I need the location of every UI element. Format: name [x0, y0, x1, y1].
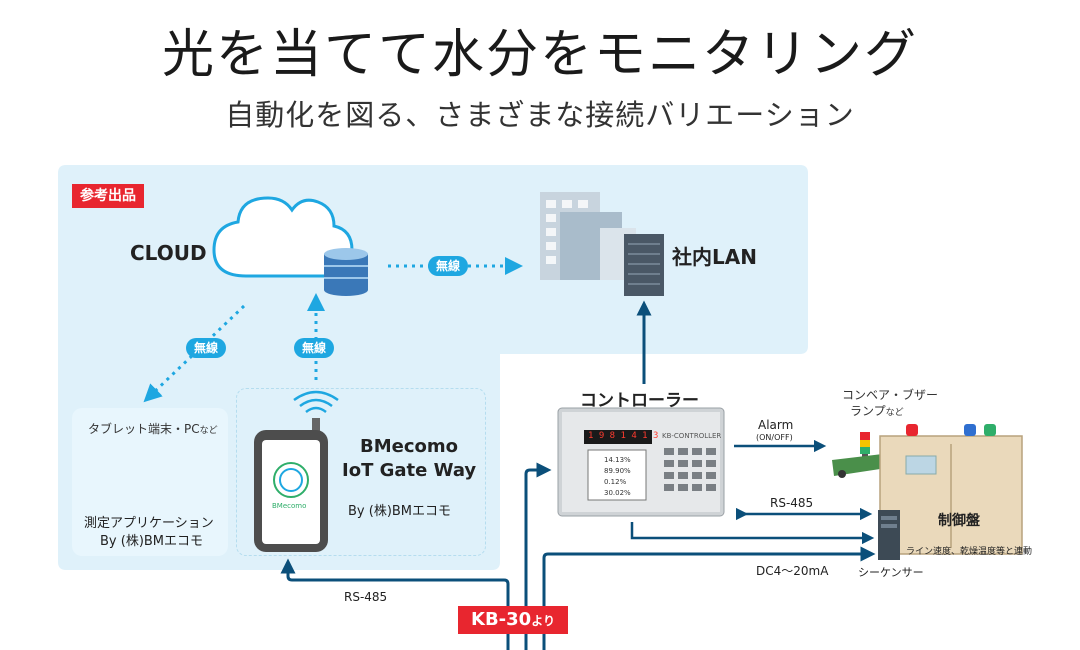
alarm-label: Alarm — [758, 418, 794, 432]
sequencer-label: シーケンサー — [858, 566, 924, 579]
wireless-badge-tablet: 無線 — [186, 338, 227, 358]
lan-label: 社内LAN — [672, 245, 757, 269]
gateway-name-line1: BMecomo — [360, 436, 458, 457]
arrow-kb30-to-gateway — [280, 558, 510, 650]
page-title: 光を当てて水分をモニタリング — [161, 25, 918, 85]
controller-screen-value: 89.90% — [604, 467, 631, 475]
office-building-icon — [540, 192, 664, 296]
panel-note: ライン速度、乾燥温度等と連動 — [906, 547, 1033, 557]
controller-screen-value: 30.02% — [604, 489, 631, 497]
cloud-icon — [212, 196, 354, 278]
control-panel-cabinet-icon — [879, 424, 1023, 555]
sequencer-icon — [878, 510, 900, 560]
wireless-badge-lan: 無線 — [428, 256, 469, 276]
gateway-name-line2: IoT Gate Way — [342, 460, 477, 481]
page-subtitle: 自動化を図る、さまざまな接続バリエーション — [225, 98, 855, 132]
controller-label: コントローラー — [580, 391, 699, 411]
cloud-label: CLOUD — [130, 241, 207, 265]
rs485-label-controller: RS-485 — [770, 496, 814, 510]
controller-display-digits: 1 9 8 1 4 1 3 — [588, 431, 659, 441]
gateway-by: By (株)BMエコモ — [348, 504, 452, 519]
arrow-kb30-to-controller — [524, 462, 552, 650]
tablet-card — [72, 408, 228, 556]
gateway-card — [236, 388, 486, 556]
app-by: By (株)BMエコモ — [100, 534, 204, 549]
source-tag: KB-30より — [458, 606, 568, 634]
wifi-signal-icon — [293, 390, 339, 414]
tablet-caption: タブレット端末・PCなど — [88, 422, 218, 436]
dc-signal-label: DC4～20mA — [756, 564, 829, 578]
panel-label: 制御盤 — [938, 513, 980, 529]
controller-device-icon — [557, 407, 725, 517]
iot-gateway-device-icon — [254, 418, 328, 552]
alarm-sub-label: (ON/OFF) — [756, 433, 793, 442]
conveyor-label-line2: ランプなど — [850, 404, 904, 418]
source-tag-main: KB-30 — [471, 609, 532, 630]
app-name: 測定アプリケーション — [84, 516, 214, 531]
conveyor-label-line1: コンベア・ブザー — [842, 388, 939, 402]
controller-screen-value: 14.13% — [604, 456, 631, 464]
wireless-badge-gateway: 無線 — [294, 338, 335, 358]
arrow-controller-to-sequencer — [630, 522, 875, 545]
gateway-device-logo: BMecomo — [272, 502, 307, 510]
arrow-kb30-to-sequencer — [542, 546, 876, 650]
controller-brand: KB-CONTROLLER — [662, 432, 722, 440]
controller-screen-value: 0.12% — [604, 478, 627, 486]
database-icon — [324, 248, 368, 296]
source-tag-suffix: より — [531, 614, 555, 628]
rs485-label-gateway: RS-485 — [344, 590, 388, 604]
sample-exhibit-badge: 参考出品 — [72, 184, 144, 208]
